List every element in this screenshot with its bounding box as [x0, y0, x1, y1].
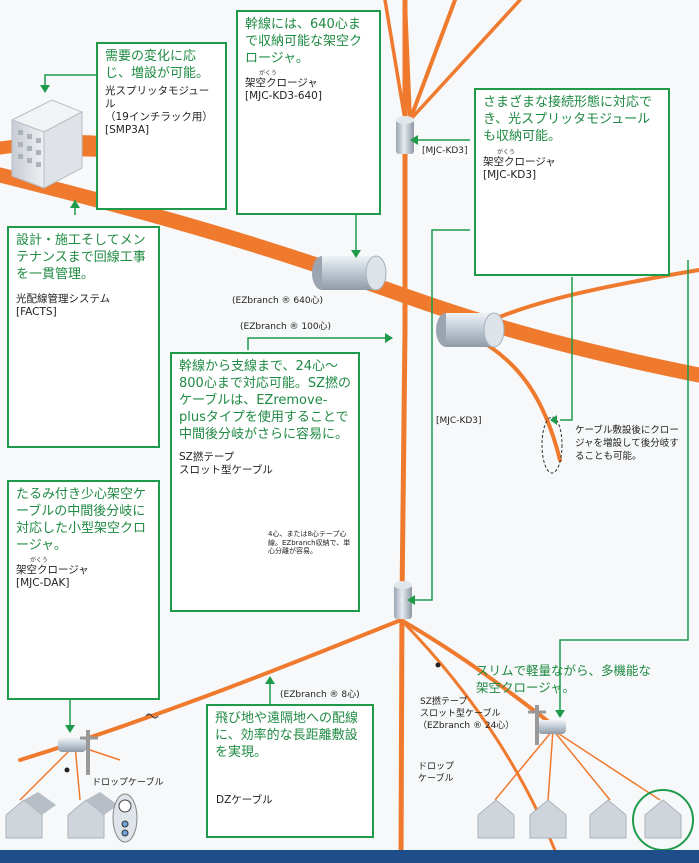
cable-sz-right	[399, 618, 555, 727]
tag-ezbranch-640: (EZbranch ® 640心)	[232, 296, 324, 306]
house-icon-4	[529, 799, 567, 839]
closure-mjc-dak-small	[58, 738, 86, 752]
box-trunk-closure-label-2: [MJC-KD3-640]	[245, 90, 322, 102]
box-various-connection-ruby: がくう	[497, 149, 515, 156]
box-long-distance-heading: 飛び地や遠隔地への配線に、効率的な長距離敷設を実現。	[215, 711, 359, 760]
note-sz-24-line3: （EZbranch ® 24心）	[418, 721, 515, 731]
note-cable-branch: ケーブル敷設後にクロージャを増設して後分岐することも可能。	[575, 425, 679, 462]
box-small-closure-label-2: [MJC-DAK]	[16, 577, 70, 589]
drop-cable-marker-left	[64, 767, 70, 773]
ground-band	[0, 850, 699, 863]
closure-ezbranch-100	[436, 312, 505, 348]
box-optical-splitter-heading: 需要の変化に応じ、増設が可能。	[105, 49, 210, 81]
cable-upper-left-fan	[383, 0, 407, 122]
house-icon-1	[5, 792, 56, 839]
tag-mjc-kd3-top: [MJC-KD3]	[420, 146, 470, 157]
drop-cable-section-icon	[112, 793, 138, 843]
note-drop-cable-left: ドロップケーブル	[92, 778, 164, 788]
box-management: 設計・施工そしてメンテナンスまで回線工事を一貫管理。 光配線管理システム [FA…	[7, 226, 160, 448]
box-optical-splitter-label-1: 光スプリッタモジュール	[105, 85, 210, 110]
house-icon-3	[477, 799, 515, 839]
tag-mjc-kd3-mid: [MJC-KD3]	[436, 416, 482, 426]
box-sz-cable-label-1: SZ撚テープ	[179, 451, 235, 463]
note-drop-cable-right-1: ドロップ	[418, 762, 455, 772]
box-optical-splitter-label-2: （19インチラック用）	[105, 111, 213, 123]
box-various-connection-label-2: [MJC-KD3]	[483, 169, 537, 181]
box-trunk-closure: 幹線には、640心まで収納可能な架空クロージャ。 がくう 架空クロージャ [MJ…	[236, 10, 381, 215]
callout-arrowheads	[40, 85, 565, 733]
box-optical-splitter-label-3: [SMP3A]	[105, 124, 150, 136]
box-trunk-closure-ruby: がくう	[259, 70, 277, 77]
closure-slim-right	[538, 720, 566, 734]
office-building-icon	[10, 99, 84, 189]
callout-connectors	[44, 74, 689, 730]
closure-ezbranch-640	[312, 255, 387, 291]
closure-mjc-kd3-low	[394, 581, 412, 619]
cable-upper-right-2	[408, 0, 522, 122]
sz-cable-marker	[435, 662, 441, 668]
box-small-closure-label-1: 架空クロージャ	[16, 564, 89, 576]
house-icon-2	[67, 792, 118, 839]
tag-ezbranch-8: (EZbranch ® 8心)	[280, 690, 360, 700]
box-sz-cable-label-2: スロット型ケーブル	[179, 464, 273, 476]
box-long-distance-label: DZケーブル	[216, 794, 273, 806]
closure-mjc-kd3-top	[396, 116, 414, 154]
box-sz-cable-heading: 幹線から支線まで、24心～800心まで対応可能。SZ撚のケーブルは、EZremo…	[179, 359, 351, 442]
note-slim-closure: スリムで軽量ながら、多機能な架空クロージャ。	[476, 663, 652, 695]
note-sz-24-line2: スロット型ケーブル	[420, 709, 501, 719]
box-small-closure-ruby: がくう	[30, 557, 48, 564]
box-management-label-2: [FACTS]	[16, 306, 57, 318]
box-management-label-1: 光配線管理システム	[16, 293, 111, 305]
box-trunk-closure-label-1: 架空クロージャ	[245, 77, 318, 89]
box-various-connection-heading: さまざまな接続形態に対応でき、光スプリッタモジュールも収納可能。	[483, 95, 653, 144]
branch-slack-marker	[541, 416, 563, 474]
box-small-closure: たるみ付き少心架空ケーブルの中間後分岐に対応した小型架空クロージャ。 がくう 架…	[7, 480, 160, 700]
box-sz-cable: 幹線から支線まで、24心～800心まで対応可能。SZ撚のケーブルは、EZremo…	[170, 352, 360, 612]
house-icon-5	[589, 799, 627, 839]
cable-main-vertical	[398, 0, 408, 863]
drop-cables	[19, 729, 661, 801]
box-long-distance: 飛び地や遠隔地への配線に、効率的な長距離敷設を実現。 DZケーブル	[206, 704, 374, 838]
box-various-connection-label-1: 架空クロージャ	[483, 156, 556, 168]
note-drop-cable-right-2: ケーブル	[418, 774, 454, 784]
tag-ezbranch-100: (EZbranch ® 100心)	[240, 322, 332, 332]
utility-pole-right	[528, 705, 546, 745]
house-icon-6	[644, 799, 682, 839]
note-sz-24-line1: SZ撚テープ	[420, 697, 468, 707]
box-optical-splitter: 需要の変化に応じ、増設が可能。 光スプリッタモジュール （19インチラック用） …	[96, 42, 227, 210]
box-trunk-closure-heading: 幹線には、640心まで収納可能な架空クロージャ。	[245, 17, 363, 66]
box-small-closure-heading: たるみ付き少心架空ケーブルの中間後分岐に対応した小型架空クロージャ。	[16, 487, 147, 553]
box-various-connection: さまざまな接続形態に対応でき、光スプリッタモジュールも収納可能。 がくう 架空ク…	[474, 88, 670, 276]
utility-pole-left	[80, 730, 98, 775]
slack-symbol	[145, 713, 159, 719]
box-sz-cable-note: 4心、または8心テープ心線。EZbranch収納で、単心分離が容易。	[268, 530, 351, 555]
box-management-heading: 設計・施工そしてメンテナンスまで回線工事を一貫管理。	[16, 233, 146, 282]
